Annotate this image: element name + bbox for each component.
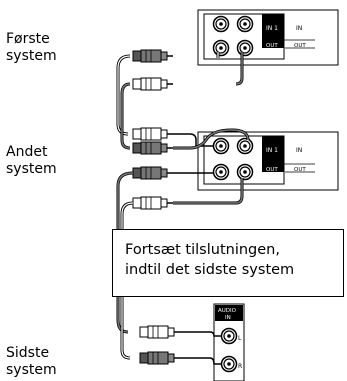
last-in-jack-left (220, 327, 238, 345)
first-out-label: OUT (266, 43, 278, 49)
audio-in-label-line1: AUDIO (218, 308, 237, 314)
second-system-panel: IN 1 IN OUT OUT (197, 131, 339, 191)
first-out-jack-white (212, 39, 230, 57)
first-in1-label: IN 1 (266, 25, 278, 32)
audio-in-block (215, 305, 243, 321)
first-in1-block (262, 14, 284, 40)
first-system-panel: IN 1 IN OUT OUT (197, 9, 339, 66)
callout-line1: Fortsæt tilslutningen, (125, 242, 280, 258)
first-system-label: Første system (6, 31, 57, 65)
last-in-jack-right (220, 355, 238, 373)
second-in-jack-red (236, 137, 254, 155)
first-in-jack-white (212, 15, 230, 33)
second-system-label-line1: Andet (6, 144, 48, 160)
cable-first-to-second (116, 52, 244, 150)
first-out2-label: OUT (294, 43, 306, 49)
second-out2-label: OUT (294, 167, 306, 173)
second-out-jack-red (236, 163, 254, 181)
left-channel-label: L (238, 335, 242, 342)
second-system-label: Andet system (6, 144, 57, 178)
second-in1-label: IN 1 (266, 147, 278, 154)
callout-line2: indtil det sidste system (125, 262, 295, 278)
plug-second-in-white (132, 127, 174, 141)
first-system-label-line1: Første (6, 31, 50, 47)
plug-second-in-red (132, 141, 174, 155)
second-system-label-line2: system (6, 161, 57, 177)
plug-first-out-red (132, 77, 174, 91)
audio-in-label-line2: IN (225, 315, 231, 321)
first-system-label-line2: system (6, 48, 57, 64)
plug-second-out-white (132, 166, 174, 180)
cable-last-in-leads (180, 331, 222, 365)
first-out-jack-red (236, 39, 254, 57)
second-in-jack-white (212, 137, 230, 155)
last-system-label: Sidste system (6, 345, 57, 379)
second-out-jack-white (212, 163, 230, 181)
cable-second-in-leads (173, 128, 250, 150)
callout-box: Fortsæt tilslutningen, indtil det sidste… (112, 229, 344, 297)
right-channel-label: R (238, 363, 242, 370)
first-out-block (262, 40, 284, 48)
last-system-label-line1: Sidste (6, 345, 50, 361)
plug-second-out-red (132, 196, 174, 210)
plug-last-in-left (139, 325, 181, 339)
last-system-label-line2: system (6, 362, 57, 378)
second-out-label: OUT (266, 167, 278, 173)
first-in-label: IN (296, 25, 302, 32)
second-in-label: IN (296, 147, 302, 154)
plug-last-in-right (139, 351, 181, 365)
first-in-jack-red (236, 15, 254, 33)
last-system-panel: AUDIO IN L R (213, 303, 245, 381)
plug-first-out-white (132, 49, 174, 63)
